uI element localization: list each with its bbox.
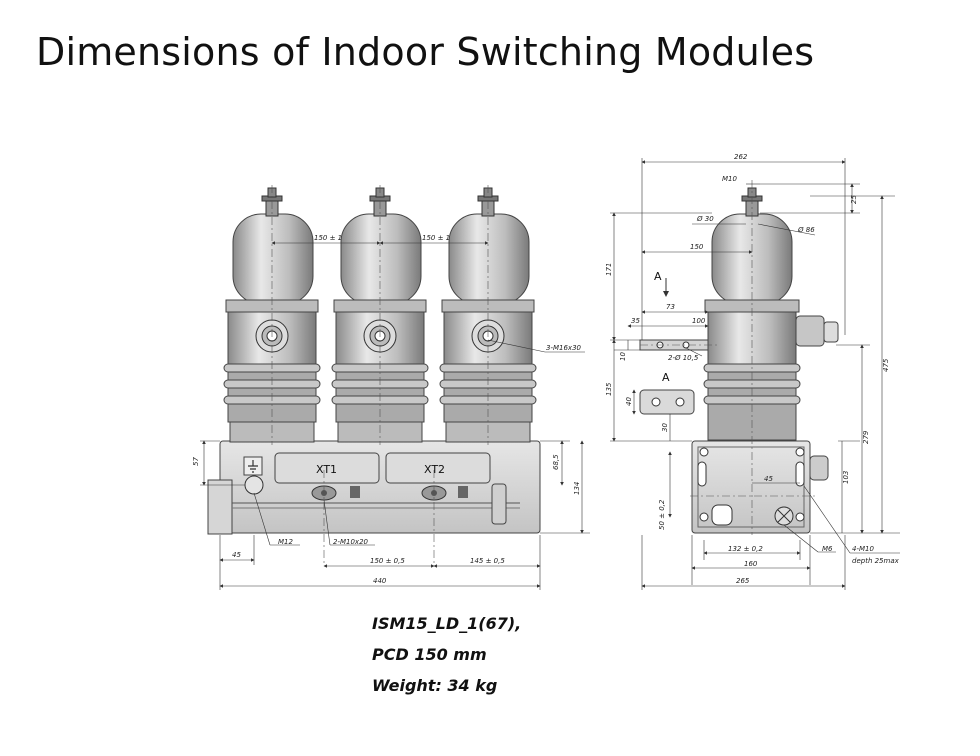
product-caption: ISM15_LD_1(67), PCD 150 mm Weight: 34 kg (372, 608, 632, 701)
dim-132-02: 132 ± 0,2 (728, 545, 763, 553)
dim-dia-30: Ø 30 (696, 215, 714, 223)
terminal-xt1-label: XT1 (316, 463, 337, 476)
dim-10: 10 (619, 352, 627, 361)
dim-45-front: 45 (232, 551, 241, 559)
dim-m10x20: 2-M10x20 (333, 538, 369, 546)
caption-model: ISM15_LD_1(67), (372, 614, 522, 633)
dim-171: 171 (605, 263, 613, 276)
terminal-xt1 (274, 452, 380, 484)
dim-m10-top: M10 (722, 175, 737, 183)
dim-holes: 2-Ø 10,5 (668, 354, 699, 362)
dim-475: 475 (882, 358, 890, 372)
dim-45-side: 45 (764, 475, 773, 483)
dim-depth: depth 25max (852, 557, 900, 565)
detail-a (639, 389, 695, 415)
dim-m6: M6 (822, 545, 833, 553)
dim-100: 100 (692, 317, 706, 325)
dim-50-02: 50 ± 0,2 (658, 499, 666, 530)
dim-68-5: 68,5 (552, 454, 560, 470)
side-view (610, 158, 900, 590)
dim-25: 25 (850, 195, 858, 204)
dim-279: 279 (862, 430, 870, 444)
dim-40: 40 (625, 397, 633, 406)
page-title: Dimensions of Indoor Switching Modules (36, 30, 815, 74)
pole-1 (223, 187, 321, 443)
pole-2 (331, 187, 429, 443)
ground-icon (248, 460, 258, 473)
dim-160: 160 (744, 560, 758, 568)
dim-150-05: 150 ± 0,5 (370, 557, 405, 565)
view-arrow-a: A (654, 270, 662, 283)
dim-4-m10: 4-M10 (852, 545, 874, 553)
front-view (200, 185, 590, 590)
dim-35: 35 (631, 317, 640, 325)
dim-pitch-1: 150 ± 1 (314, 234, 342, 242)
caption-weight: Weight: 34 kg (372, 676, 498, 695)
dim-thread: 3-M16x30 (546, 344, 582, 352)
detail-a-label: A (662, 371, 670, 384)
caption-pcd: PCD 150 mm (372, 645, 487, 664)
dim-440: 440 (373, 577, 387, 585)
dim-265: 265 (736, 577, 750, 585)
dim-134: 134 (573, 482, 581, 495)
dim-pitch-2: 150 ± 1 (422, 234, 450, 242)
dim-103: 103 (842, 471, 850, 484)
dim-135: 135 (605, 382, 613, 396)
terminal-xt2 (385, 452, 491, 484)
dim-73: 73 (666, 303, 675, 311)
dim-30: 30 (661, 423, 669, 432)
dim-57: 57 (192, 457, 200, 466)
dim-150-side: 150 (690, 243, 704, 251)
dim-262: 262 (734, 153, 748, 161)
dim-145-05: 145 ± 0,5 (470, 557, 505, 565)
terminal-xt2-label: XT2 (424, 463, 445, 476)
dim-m12: M12 (278, 538, 293, 546)
dim-dia-86: Ø 86 (797, 226, 815, 234)
